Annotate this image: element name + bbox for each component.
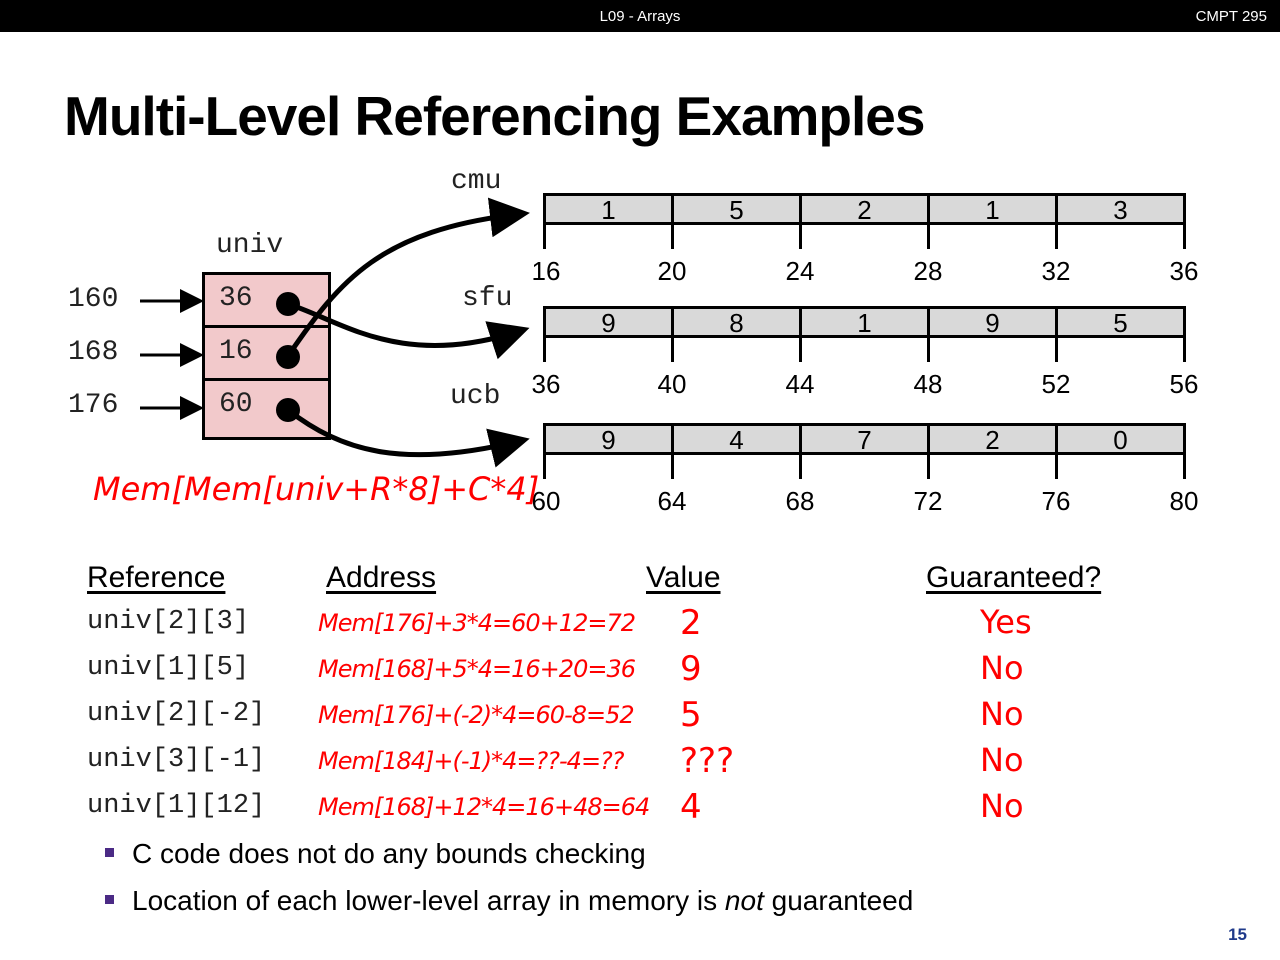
arrow-to-ucb: [286, 408, 530, 468]
value-cell: 5: [680, 695, 702, 735]
array-cell: 9: [543, 423, 674, 455]
array-cell: 1: [543, 193, 674, 225]
address-tick: [543, 223, 546, 249]
reference-cell: univ[3][-1]: [87, 745, 266, 775]
address-tick: [927, 223, 930, 249]
address-tick: [543, 453, 546, 479]
guaranteed-cell: Yes: [980, 603, 1032, 641]
reference-cell: univ[2][3]: [87, 607, 250, 637]
address-tick: [671, 453, 674, 479]
array-address: 64: [657, 486, 687, 516]
address-tick: [799, 223, 802, 249]
array-address: 56: [1169, 369, 1199, 399]
address-tick: [671, 336, 674, 362]
guaranteed-cell: No: [980, 649, 1024, 687]
address-tick: [1183, 336, 1186, 362]
array-cell: 9: [543, 306, 674, 338]
value-cell: 2: [680, 603, 702, 643]
array-cell: 2: [799, 193, 930, 225]
guaranteed-cell: No: [980, 741, 1024, 779]
address-cell: Mem[176]+(-2)*4=60-8=52: [318, 701, 635, 729]
bullet-icon: [105, 895, 114, 904]
address-tick: [671, 223, 674, 249]
array-address: 24: [785, 256, 815, 286]
array-address: 40: [657, 369, 687, 399]
arrow-to-cmu: [285, 197, 530, 358]
address-tick: [543, 336, 546, 362]
array-address: 20: [657, 256, 687, 286]
array-address: 36: [1169, 256, 1199, 286]
pointer-address: 176: [68, 390, 119, 421]
address-tick: [927, 336, 930, 362]
array-cell: 1: [799, 306, 930, 338]
lecture-title: L09 - Arrays: [599, 8, 681, 25]
pointer-cell-0: 36: [202, 272, 331, 328]
header-guaranteed: Guaranteed?: [926, 561, 1102, 594]
address-cell: Mem[184]+(-1)*4=??-4=??: [318, 747, 625, 775]
array-address: 44: [785, 369, 815, 399]
address-tick: [1055, 453, 1058, 479]
value-cell: ???: [680, 741, 735, 781]
address-tick: [1055, 223, 1058, 249]
array-address: 16: [531, 256, 561, 286]
array-cell: 4: [671, 423, 802, 455]
array-cell: 7: [799, 423, 930, 455]
guaranteed-cell: No: [980, 695, 1024, 733]
reference-cell: univ[2][-2]: [87, 699, 266, 729]
array-address: 28: [913, 256, 943, 286]
address-tick: [927, 453, 930, 479]
value-cell: 9: [680, 649, 702, 689]
pointer-cell-2: 60: [202, 378, 331, 440]
guaranteed-cell: No: [980, 787, 1024, 825]
bullet-item: C code does not do any bounds checking: [105, 838, 646, 870]
bullet-item: Location of each lower-level array in me…: [105, 885, 913, 917]
header-address: Address: [326, 561, 437, 594]
address-tick: [1183, 453, 1186, 479]
address-formula: Mem[Mem[univ+R*8]+C*4]: [93, 470, 540, 508]
array-cell: 2: [927, 423, 1058, 455]
array-address: 36: [531, 369, 561, 399]
header-reference: Reference: [87, 561, 226, 594]
arrow-to-sfu: [287, 301, 530, 360]
array-address: 76: [1041, 486, 1071, 516]
address-tick: [799, 453, 802, 479]
array-cell: 9: [927, 306, 1058, 338]
address-tick: [1183, 223, 1186, 249]
course-label: CMPT 295: [1195, 8, 1267, 25]
array-address: 60: [531, 486, 561, 516]
array-cell: 0: [1055, 423, 1186, 455]
array-address: 72: [913, 486, 943, 516]
array-cell: 5: [1055, 306, 1186, 338]
array-address: 48: [913, 369, 943, 399]
header-value: Value: [646, 561, 721, 594]
array-address: 32: [1041, 256, 1071, 286]
slide-header: L09 - Arrays CMPT 295: [0, 0, 1280, 32]
bullet-icon: [105, 848, 114, 857]
array-cell: 3: [1055, 193, 1186, 225]
pointer-address: 168: [68, 337, 119, 368]
address-tick: [1055, 336, 1058, 362]
address-cell: Mem[176]+3*4=60+12=72: [318, 609, 636, 637]
sfu-label: sfu: [462, 283, 513, 314]
array-address: 68: [785, 486, 815, 516]
page-number: 15: [1228, 925, 1247, 944]
pointer-address: 160: [68, 284, 119, 315]
univ-label: univ: [216, 230, 284, 261]
address-tick: [799, 336, 802, 362]
reference-cell: univ[1][5]: [87, 653, 250, 683]
array-cell: 5: [671, 193, 802, 225]
address-cell: Mem[168]+12*4=16+48=64: [318, 793, 650, 821]
array-cell: 1: [927, 193, 1058, 225]
address-cell: Mem[168]+5*4=16+20=36: [318, 655, 636, 683]
slide-title: Multi-Level Referencing Examples: [64, 85, 925, 147]
reference-cell: univ[1][12]: [87, 791, 266, 821]
ucb-label: ucb: [450, 381, 501, 412]
cmu-label: cmu: [451, 166, 502, 197]
value-cell: 4: [680, 787, 702, 827]
array-address: 80: [1169, 486, 1199, 516]
array-address: 52: [1041, 369, 1071, 399]
